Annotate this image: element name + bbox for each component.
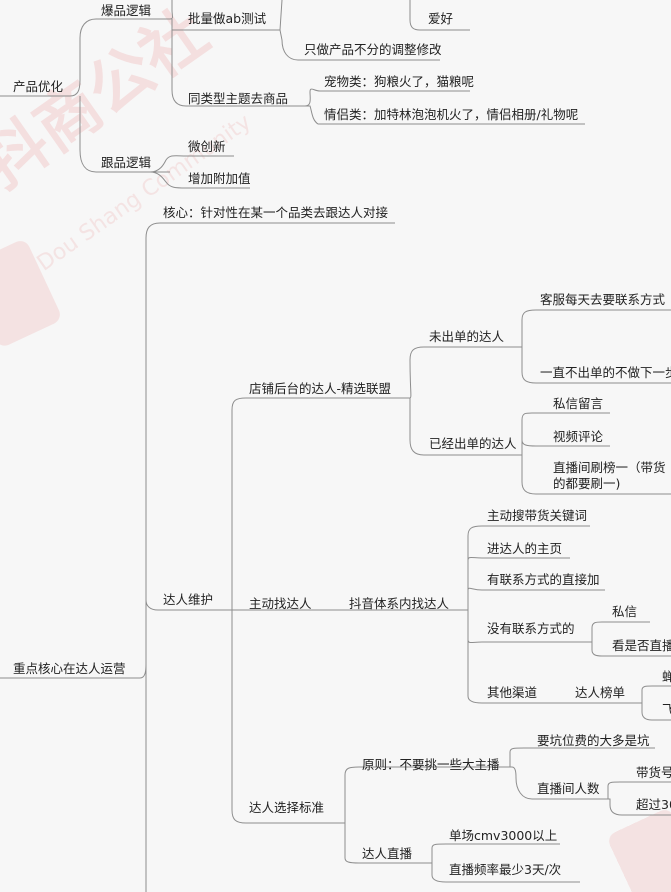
node-product-opt: 产品优化 — [13, 79, 64, 94]
node-gmv: 单场cmv3000以上 — [449, 828, 558, 843]
node-cs-daily: 客服每天去要联系方式 — [540, 292, 666, 307]
node-add-value: 增加附加值 — [188, 171, 251, 186]
node-ab-test: 批量做ab测试 — [188, 11, 267, 26]
node-shop-backend: 店铺后台的达人-精选联盟 — [249, 381, 392, 396]
node-video-comment: 视频评论 — [553, 429, 604, 444]
node-pet: 宠物类：狗粮火了，猫粮呢 — [324, 74, 475, 89]
node-principle: 原则：不要挑一些大主播 — [362, 757, 500, 772]
node-micro-innov: 微创新 — [188, 139, 226, 154]
node-live-selling: 达人直播 — [362, 846, 413, 861]
node-fly: 飞 — [662, 702, 671, 717]
node-core-note: 核心：针对性在某一个品类去跟达人对接 — [163, 205, 389, 220]
node-sell-account: 带货号 — [636, 765, 671, 780]
node-live-viewers: 直播间人数 — [537, 781, 600, 796]
node-check-live: 看是否直播 — [612, 638, 671, 653]
node-no-contact: 没有联系方式的 — [487, 621, 575, 636]
node-never-order: 一直不出单的不做下一步 — [540, 365, 671, 380]
node-bee: 蝉 — [662, 669, 671, 684]
node-visit-home: 进达人的主页 — [487, 541, 563, 556]
node-live-rank: 直播间刷榜一（带货的都要刷一) — [553, 460, 666, 491]
node-freq: 直播频率最少3天/次 — [449, 862, 562, 877]
node-core-ops: 重点核心在达人运营 — [13, 661, 126, 676]
node-no-order: 未出单的达人 — [429, 329, 505, 344]
node-no-split: 只做产品不分的调整修改 — [304, 42, 442, 57]
node-selection: 达人选择标准 — [249, 800, 325, 815]
node-same-theme: 同类型主题去商品 — [188, 91, 289, 106]
node-active-find: 主动找达人 — [249, 596, 312, 611]
node-pit-fee: 要坑位费的大多是坑 — [537, 733, 650, 748]
node-has-order: 已经出单的达人 — [429, 436, 517, 451]
node-influencer-maint: 达人维护 — [163, 592, 214, 607]
node-over-30: 超过30 — [636, 797, 671, 812]
node-douyin-sys: 抖音体系内找达人 — [349, 596, 450, 611]
node-influencer-list: 达人榜单 — [575, 685, 626, 700]
node-other-channels: 其他渠道 — [487, 685, 538, 700]
node-couple: 情侣类：加特林泡泡机火了，情侣相册/礼物呢 — [324, 107, 579, 122]
node-has-contact: 有联系方式的直接加 — [487, 572, 600, 587]
node-private-msg: 私信 — [612, 604, 638, 619]
node-dm: 私信留言 — [553, 396, 604, 411]
node-baopin-logic: 爆品逻辑 — [101, 3, 152, 18]
node-hobby: 爱好 — [428, 11, 454, 26]
node-search-kw: 主动搜带货关键词 — [487, 508, 588, 523]
node-follow-logic: 跟品逻辑 — [101, 155, 152, 170]
